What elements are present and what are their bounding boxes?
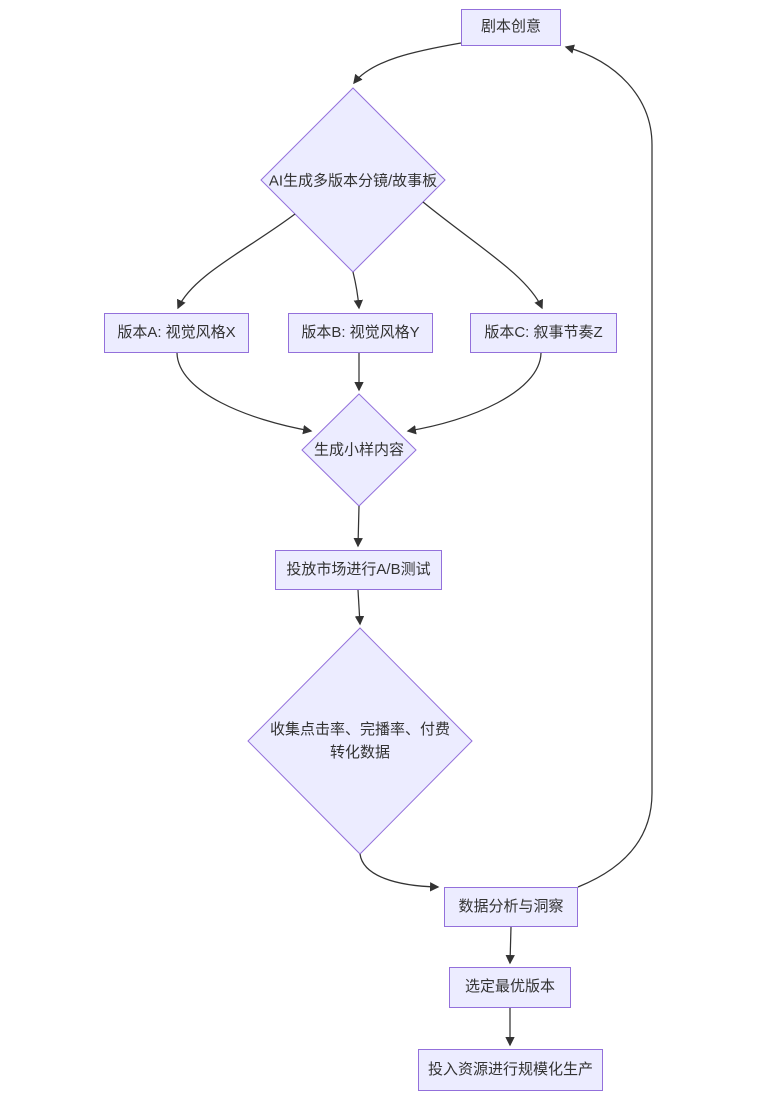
node-version-b-label: 版本B: 视觉风格Y — [301, 323, 420, 341]
node-select-best-label: 选定最优版本 — [464, 978, 555, 996]
diamond-ai-storyboard-label: AI生成多版本分镜/故事板 — [268, 172, 438, 190]
node-version-a: 版本A: 视觉风格X — [104, 313, 249, 353]
edge-script-to-storyboard — [353, 42, 462, 85]
edge-version-c-to-sample — [406, 352, 542, 435]
edge-storyboard-to-version-a — [177, 213, 296, 310]
node-scale-production: 投入资源进行规模化生产 — [418, 1049, 603, 1091]
diamond-sample-content-label: 生成小样内容 — [313, 441, 405, 459]
node-analysis-label: 数据分析与洞察 — [458, 897, 564, 915]
node-analysis: 数据分析与洞察 — [444, 887, 578, 927]
edge-storyboard-to-version-c — [422, 201, 543, 310]
edge-collect-to-analysis — [359, 853, 440, 892]
node-script-idea: 剧本创意 — [461, 9, 561, 46]
edge-abtest-to-collect — [354, 589, 365, 626]
edge-version-a-to-sample — [176, 352, 313, 435]
node-version-a-label: 版本A: 视觉风格X — [117, 323, 236, 341]
node-version-c: 版本C: 叙事节奏Z — [470, 313, 617, 353]
node-select-best: 选定最优版本 — [449, 967, 571, 1008]
edge-analysis-loop-to-script — [564, 44, 653, 888]
edge-sample-to-abtest — [353, 505, 363, 548]
node-script-idea-label: 剧本创意 — [480, 18, 541, 36]
node-scale-production-label: 投入资源进行规模化生产 — [427, 1060, 593, 1078]
node-ab-test-label: 投放市场进行A/B测试 — [286, 560, 431, 578]
diamond-collect-data-label: 收集点击率、完播率、付费转化数据 — [269, 720, 450, 761]
node-version-b: 版本B: 视觉风格Y — [288, 313, 433, 353]
edge-storyboard-to-version-b — [352, 271, 364, 310]
node-version-c-label: 版本C: 叙事节奏Z — [484, 323, 603, 341]
node-ab-test: 投放市场进行A/B测试 — [275, 550, 442, 590]
edge-analysis-to-select — [505, 926, 515, 965]
